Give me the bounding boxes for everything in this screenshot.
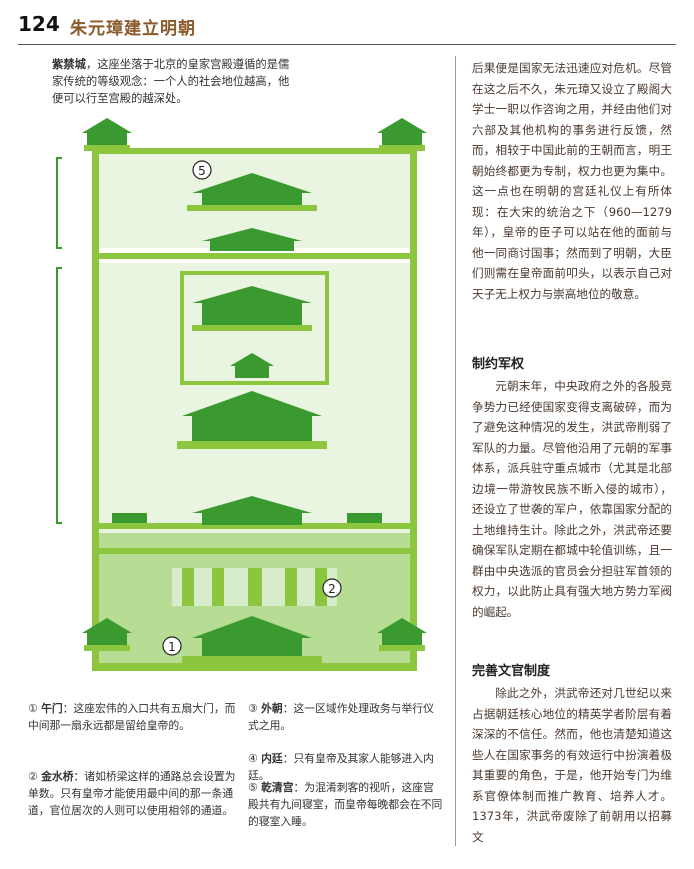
caption-term: 金水桥 bbox=[41, 770, 74, 783]
body-paragraph-2: 元朝末年，中央政府之外的各股竞争势力已经使国家变得支离破碎，而为了避免这种情况的… bbox=[472, 379, 672, 619]
caption-number: ② bbox=[28, 770, 38, 783]
golden-water-bridges bbox=[172, 568, 337, 606]
south-wall bbox=[92, 663, 417, 671]
caption-term: 午门 bbox=[41, 702, 63, 715]
meridian-gate bbox=[182, 616, 322, 664]
page-header: 124 朱元璋建立明朝 bbox=[18, 10, 676, 45]
caption-term: 乾清宫 bbox=[261, 781, 294, 794]
hall-of-supreme-harmony bbox=[177, 391, 327, 449]
inner-wall-3 bbox=[97, 548, 412, 554]
bracket-inner-court bbox=[56, 157, 62, 249]
caption-qianqing-palace: ⑤ 乾清宫：为混淆刺客的视听，这座宫殿共有九间寝室，而皇帝每晚都会在不同的寝室入… bbox=[248, 779, 444, 830]
svg-text:2: 2 bbox=[328, 582, 336, 596]
caption-number: ⑤ bbox=[248, 781, 258, 794]
north-wall bbox=[92, 148, 417, 154]
marker-1: 1 bbox=[162, 636, 182, 656]
inner-hall bbox=[202, 228, 302, 251]
svg-text:5: 5 bbox=[198, 164, 206, 178]
caption-outer-court: ③ 外朝：这一区域作处理政务与举行仪式之用。 bbox=[248, 700, 444, 734]
corner-towers bbox=[82, 118, 427, 651]
section-title-military: 制约军权 bbox=[472, 357, 525, 372]
caption-number: ① bbox=[28, 702, 38, 715]
gate-of-supreme-harmony bbox=[112, 496, 382, 525]
body-paragraph-1: 后果便是国家无法迅速应对危机。尽管在这之后不久，朱元璋又设立了殿阁大学士一职以作… bbox=[472, 61, 672, 301]
west-wall bbox=[92, 148, 99, 668]
column-divider bbox=[455, 56, 456, 846]
body-paragraph-3: 除此之外，洪武帝还对几世纪以来占据朝廷核心地位的精英学者阶层有着深深的不信任。然… bbox=[472, 686, 672, 844]
caption-meridian-gate: ① 午门：这座宏伟的入口共有五扇大门，而中间那一扇永远都是留给皇帝的。 bbox=[28, 700, 236, 734]
caption-number: ④ bbox=[248, 752, 258, 765]
caption-number: ③ bbox=[248, 702, 258, 715]
caption-term: 外朝 bbox=[261, 702, 283, 715]
hall-enclosure bbox=[180, 271, 329, 385]
caption-text: ：为混淆刺客的视听，这座宫殿共有九间寝室，而皇帝每晚都会在不同的寝室入睡。 bbox=[248, 781, 443, 828]
chapter-title: 朱元璋建立明朝 bbox=[70, 19, 196, 39]
caption-inner-court: ④ 内廷：只有皇帝及其家人能够进入内廷。 bbox=[248, 750, 444, 784]
hall-of-central-harmony bbox=[230, 353, 274, 378]
caption-golden-water-bridge: ② 金水桥：诸如桥梁这样的通路总会设置为单数。只有皇帝才能使用最中间的那一条通道… bbox=[28, 768, 236, 819]
intro-text: 紫禁城，这座坐落于北京的皇家宫殿遵循的是儒家传统的等级观念：一个人的社会地位越高… bbox=[52, 56, 294, 107]
caption-term: 内廷 bbox=[261, 752, 283, 765]
hall-of-preserving-harmony bbox=[192, 286, 312, 331]
marker-2: 2 bbox=[322, 578, 342, 598]
page-number: 124 bbox=[18, 12, 60, 36]
intro-term: 紫禁城 bbox=[52, 57, 86, 71]
inner-wall-1 bbox=[97, 253, 412, 259]
east-wall bbox=[410, 148, 417, 668]
caption-text: ：诸如桥梁这样的通路总会设置为单数。只有皇帝才能使用最中间的那一条通道，官位居次… bbox=[28, 770, 236, 817]
forbidden-city-diagram: 4 3 5 2 1 bbox=[56, 118, 427, 671]
qianqing-palace bbox=[187, 173, 317, 211]
caption-text: ：只有皇帝及其家人能够进入内廷。 bbox=[248, 752, 434, 782]
caption-text: ：这座宏伟的入口共有五扇大门，而中间那一扇永远都是留给皇帝的。 bbox=[28, 702, 236, 732]
intro-body: ，这座坐落于北京的皇家宫殿遵循的是儒家传统的等级观念：一个人的社会地位越高，他便… bbox=[52, 58, 290, 105]
svg-text:1: 1 bbox=[168, 640, 176, 654]
inner-wall-2 bbox=[97, 523, 412, 529]
caption-text: ：这一区域作处理政务与举行仪式之用。 bbox=[248, 702, 434, 732]
section-title-civil-service: 完善文官制度 bbox=[472, 664, 551, 679]
bracket-outer-court bbox=[56, 267, 62, 524]
marker-5: 5 bbox=[192, 160, 212, 180]
